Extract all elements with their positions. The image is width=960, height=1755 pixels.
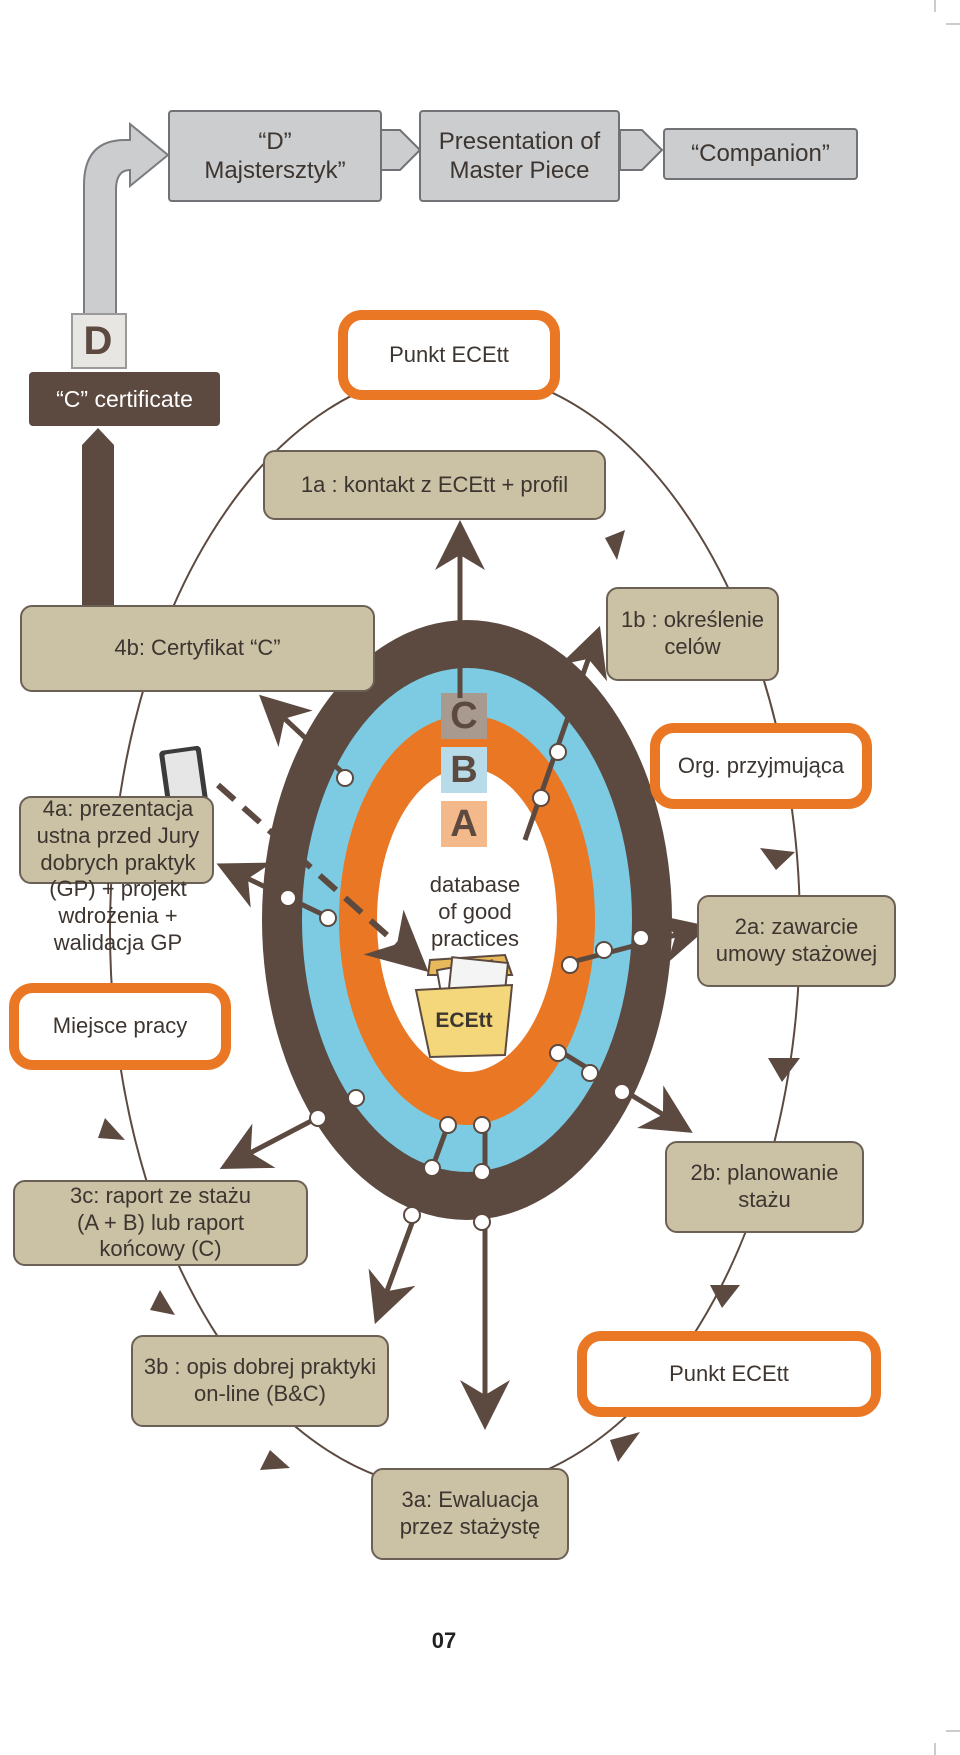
- ring-b-label: B: [450, 748, 478, 791]
- majstersztyk-box: “D” Majstersztyk”: [168, 110, 382, 202]
- d-arrow-path: [83, 121, 170, 321]
- d-label-box: [71, 313, 127, 369]
- database-label: database of good practices: [429, 872, 521, 951]
- step-4a-text: 4a: prezentacja ustna przed Jury dobrych…: [36, 796, 200, 956]
- dashed-arrow: [216, 782, 429, 972]
- step-3b-box: 3b : opis dobrej praktyki on-line (B&C): [131, 1335, 389, 1427]
- step-1a-box: 1a : kontakt z ECEtt + profil: [263, 450, 606, 520]
- org-box: Org. przyjmująca: [650, 723, 872, 809]
- punkt-ecett-bottom: Punkt ECEtt: [577, 1331, 881, 1417]
- folder-label: ECEtt: [435, 1009, 493, 1032]
- step-4b-box: 4b: Certyfikat “C”: [20, 605, 375, 692]
- step-2b-box: 2b: planowanie stażu: [665, 1141, 864, 1233]
- ring-b-label-bg: [441, 747, 487, 793]
- punkt-ecett-top: Punkt ECEtt: [338, 310, 560, 400]
- ring-c-label: C: [450, 694, 478, 737]
- folder-icon: [414, 953, 514, 1059]
- ring-c-label-bg: [441, 693, 487, 739]
- ring-dots: [279, 743, 650, 1231]
- companion-box: “Companion”: [663, 128, 858, 180]
- top-arrow-2: [619, 129, 664, 171]
- cycle-arrowheads: [98, 530, 800, 1470]
- miejsce-pracy-box: Miejsce pracy: [9, 983, 231, 1070]
- top-arrow-1: [379, 129, 422, 171]
- d-label: D: [83, 318, 113, 363]
- ring-a-label: A: [450, 802, 478, 845]
- step-4a-box: [19, 796, 214, 884]
- ring-a-label-bg: [441, 801, 487, 847]
- step-2a-box: 2a: zawarcie umowy stażowej: [697, 895, 896, 987]
- page-number: 07: [431, 1628, 457, 1653]
- step-3c-box: 3c: raport ze stażu (A + B) lub raport k…: [13, 1180, 308, 1266]
- c-certificate-box: “C” certificate: [29, 372, 220, 426]
- presentation-box: Presentation of Master Piece: [419, 110, 620, 202]
- step-1b-box: 1b : określenie celów: [606, 587, 779, 681]
- step-3a-box: 3a: Ewaluacja przez stażystę: [371, 1468, 569, 1560]
- cert-arrow-shaft: [82, 445, 114, 610]
- cert-arrow-head: [82, 428, 114, 445]
